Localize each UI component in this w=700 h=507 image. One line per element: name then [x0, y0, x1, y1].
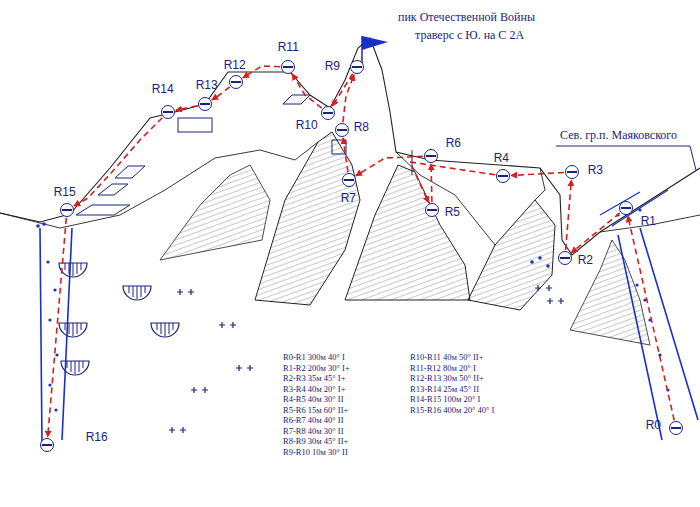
point-label: R9: [325, 59, 340, 73]
belay-point: R4: [496, 169, 510, 183]
belay-point: R9: [350, 60, 364, 74]
belay-point: R5: [425, 203, 439, 217]
point-label: R2: [578, 253, 593, 267]
point-label: R14: [152, 82, 174, 96]
route-line: [343, 138, 348, 172]
pitch-table-row: R4-R5 40м 30° II: [283, 394, 343, 405]
belay-point: R7: [342, 173, 356, 187]
pitch-table-row: R6-R7 40м 40° II: [283, 415, 343, 426]
pitch-table-row: R9-R10 10м 30° II: [283, 447, 348, 458]
pitch-table-row: R8-R9 30м 45° II+: [283, 436, 348, 447]
point-label: R8: [354, 120, 369, 134]
point-label: R10: [296, 118, 318, 132]
pitch-table-row: R0-R1 300м 40° I: [283, 352, 345, 363]
pitch-table-row: R14-R15 100м 20° I: [410, 394, 480, 405]
belay-point: R15: [60, 203, 74, 217]
pitch-table-row: R15-R16 400м 20° 40° I: [410, 405, 494, 416]
route-line: [243, 66, 280, 78]
route-line: [430, 164, 432, 202]
pitch-table-row: R11-R12 80м 20° I: [410, 363, 476, 374]
pitch-table-row: R13-R14 25м 45° II: [410, 384, 479, 395]
belay-point: R8: [335, 123, 349, 137]
belay-point: R1: [619, 201, 633, 215]
point-label: R15: [54, 185, 76, 199]
caption-text: пик Отечественной Войны: [398, 10, 535, 24]
caption-text: траверс с Ю. на С 2А: [415, 28, 524, 42]
point-label: R1: [641, 214, 656, 228]
route-line: [74, 118, 162, 206]
pitch-table-row: R3-R4 40м 20° I+: [283, 384, 345, 395]
belay-point: R3: [565, 165, 579, 179]
point-label: R7: [341, 191, 356, 205]
point-label: R11: [278, 40, 299, 54]
route-line: [566, 180, 572, 250]
route-line: [343, 75, 354, 123]
pitch-table-row: R12-R13 30м 50° II+: [410, 373, 484, 384]
route-line: [292, 74, 322, 108]
route-line: [410, 162, 495, 203]
belay-point: R16: [40, 438, 54, 452]
point-label: R6: [446, 136, 461, 150]
route-line: [176, 106, 197, 111]
belay-point: R10: [321, 106, 335, 120]
point-label: R16: [86, 430, 108, 444]
route-line: [628, 216, 674, 420]
belay-point: R12: [229, 75, 243, 89]
point-label: R0: [646, 418, 661, 432]
route-line: [511, 173, 564, 176]
pitch-table-row: R2-R3 35м 45° I+: [283, 373, 345, 384]
route-line: [571, 213, 620, 253]
belay-point: R14: [161, 105, 175, 119]
belay-point: R0: [669, 421, 683, 435]
belay-point: R6: [424, 149, 438, 163]
route-line: [48, 218, 67, 437]
pitch-table-row: R10-R11 40м 50° II+: [410, 352, 483, 363]
caption-text: Сев. гр.п. Маяковского: [560, 128, 677, 142]
belay-point: R11: [281, 60, 295, 74]
belay-point: R13: [198, 97, 212, 111]
pitch-table-row: R5-R6 15м 60° II+: [283, 405, 348, 416]
route-line: [332, 74, 352, 106]
belay-point: R2: [558, 251, 572, 265]
pitch-table-row: R7-R8 40м 30° II: [283, 426, 343, 437]
point-label: R12: [224, 58, 246, 72]
point-label: R4: [494, 151, 509, 165]
route-line: [356, 156, 423, 176]
point-label: R3: [588, 163, 603, 177]
point-label: R5: [445, 205, 460, 219]
pitch-table-row: R1-R2 200м 30° I+: [283, 363, 350, 374]
point-label: R13: [196, 78, 218, 92]
